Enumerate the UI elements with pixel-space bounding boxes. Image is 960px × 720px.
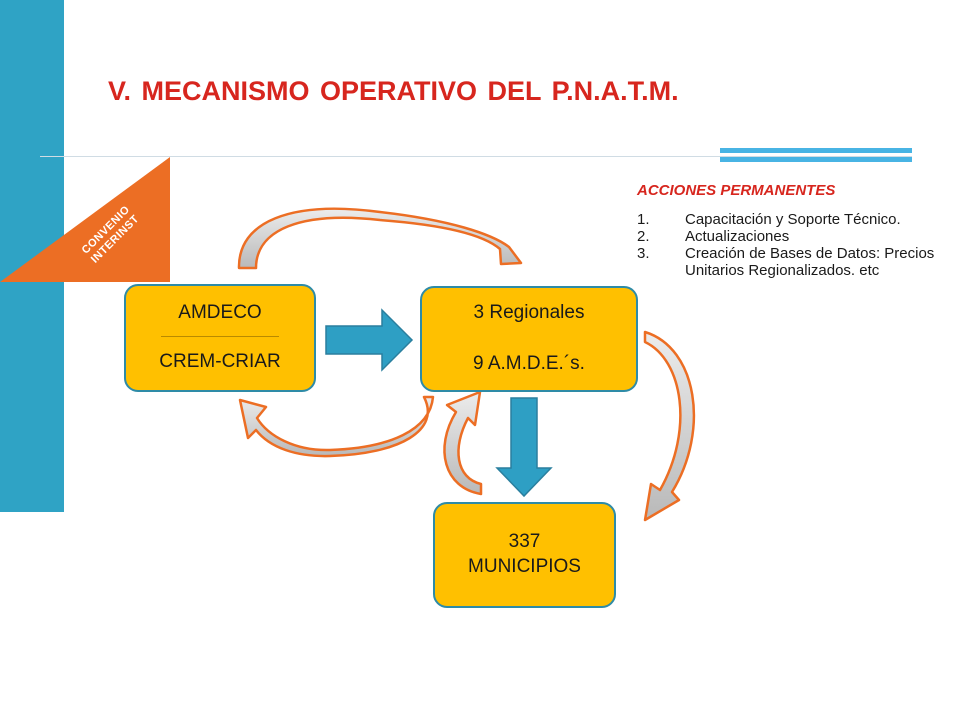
node-label: 337: [508, 531, 541, 553]
node-label: AMDECO: [178, 302, 262, 324]
page-title: V. MECANISMO OPERATIVO DEL P.N.A.T.M.: [108, 76, 679, 106]
curved-arrow-right: [643, 330, 696, 522]
curved-arrow-left: [443, 390, 483, 496]
list-item: 3. Creación de Bases de Datos: Precios U…: [637, 245, 937, 279]
convenio-banner: [0, 157, 170, 282]
list-item: 1. Capacitación y Soporte Técnico.: [637, 211, 937, 228]
node-label: CREM-CRIAR: [159, 351, 281, 372]
acciones-panel: ACCIONES PERMANENTES 1. Capacitación y S…: [637, 182, 937, 279]
header-divider: [40, 156, 912, 157]
node-separator: [161, 336, 279, 337]
acciones-list: 1. Capacitación y Soporte Técnico. 2. Ac…: [637, 211, 937, 279]
blue-arrow-right: [325, 308, 414, 372]
list-item-text: Creación de Bases de Datos: Precios Unit…: [685, 245, 935, 279]
node-label: 3 Regionales: [473, 302, 585, 324]
curved-arrow-bottom: [238, 395, 435, 458]
list-item-text: Actualizaciones: [685, 228, 790, 245]
acciones-title: ACCIONES PERMANENTES: [637, 182, 836, 199]
node-label: MUNICIPIOS: [468, 556, 581, 577]
list-item-text: Capacitación y Soporte Técnico.: [685, 211, 901, 228]
list-item-number: 1.: [637, 211, 650, 228]
list-item: 2. Actualizaciones: [637, 228, 937, 245]
header-accent-stripe: [720, 157, 912, 162]
list-item-number: 2.: [637, 228, 650, 245]
node-municipios: 337 MUNICIPIOS: [433, 502, 616, 608]
node-amdeco: AMDECO CREM-CRIAR: [124, 284, 316, 392]
list-item-number: 3.: [637, 245, 650, 262]
header-accent-stripe: [720, 148, 912, 153]
node-label: 9 A.M.D.E.´s.: [473, 353, 585, 374]
curved-arrow-top: [237, 207, 523, 270]
node-regionales: 3 Regionales 9 A.M.D.E.´s.: [420, 286, 638, 392]
blue-arrow-down: [495, 397, 553, 498]
